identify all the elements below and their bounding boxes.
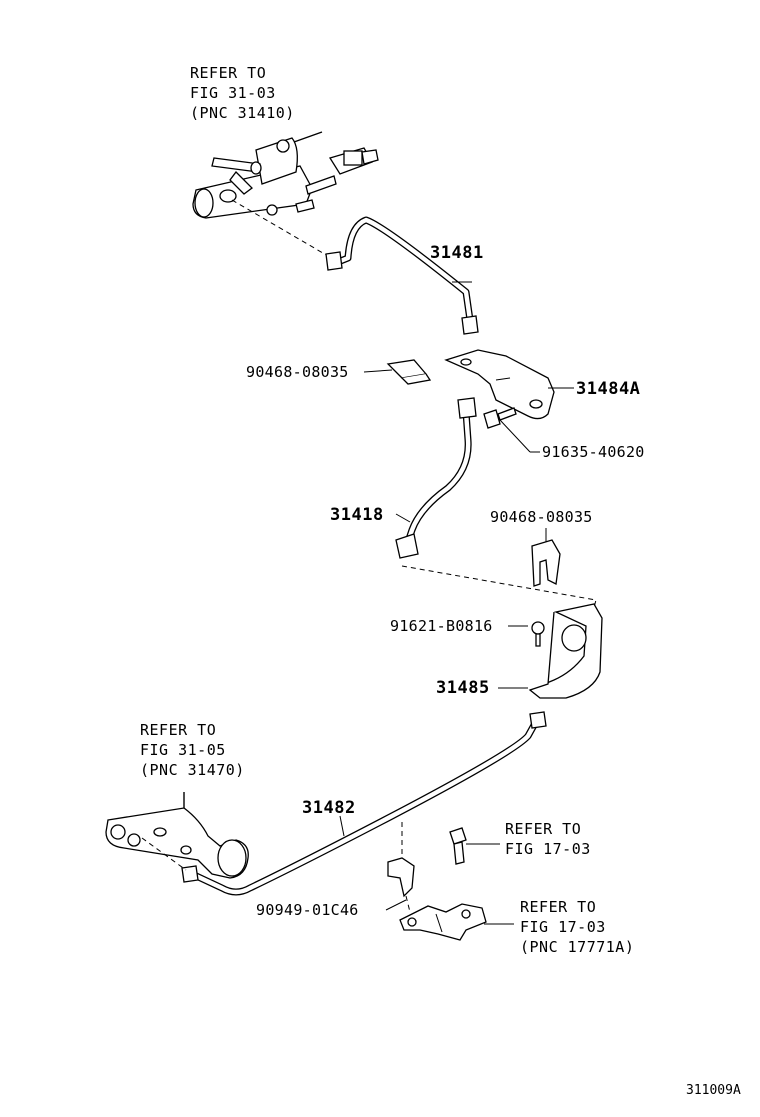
part-31485: 31485	[436, 678, 490, 698]
ref-release-line2: FIG 31-05	[140, 741, 226, 759]
ref-bolt-line1: REFER TO	[505, 820, 582, 838]
master-cylinder-drawing	[192, 131, 379, 219]
clip-mid-drawing	[531, 539, 561, 587]
pipe-31481	[334, 216, 474, 324]
leader-master	[231, 199, 329, 257]
clip-top-drawing	[386, 359, 432, 385]
ref-bracket-line1: REFER TO	[520, 898, 597, 916]
ref-release-line3: (PNC 31470)	[140, 761, 245, 779]
part-90468-08035-mid: 90468-08035	[490, 508, 593, 526]
part-90468-08035-top: 90468-08035	[246, 363, 349, 381]
part-31481: 31481	[430, 243, 484, 263]
bracket-17771A-drawing	[399, 903, 487, 941]
release-cylinder-drawing	[105, 792, 249, 879]
bolt-91635-drawing	[483, 407, 517, 429]
ref-bracket-line2: FIG 17-03	[520, 918, 606, 936]
ref-bracket-line3: (PNC 17771A)	[520, 938, 635, 956]
part-90949-01C46: 90949-01C46	[256, 901, 359, 919]
bolt-refer-drawing	[449, 827, 467, 865]
ref-bolt-line2: FIG 17-03	[505, 840, 591, 858]
ref-master-line1: REFER TO	[190, 64, 267, 82]
ref-master-line2: FIG 31-03	[190, 84, 276, 102]
part-91621-B0816: 91621-B0816	[390, 617, 493, 635]
clamp-90949-drawing	[387, 857, 415, 898]
part-91635-40620: 91635-40620	[542, 443, 645, 461]
part-31482: 31482	[302, 798, 356, 818]
part-31484A: 31484A	[576, 379, 641, 399]
ref-master-line3: (PNC 31410)	[190, 104, 295, 122]
part-31418: 31418	[330, 505, 384, 525]
bracket-31485-drawing	[528, 603, 603, 699]
bracket-31484A-drawing	[444, 349, 555, 420]
diagram-code: 311009A	[686, 1083, 741, 1098]
leader-release	[141, 837, 187, 871]
ref-release-line1: REFER TO	[140, 721, 217, 739]
